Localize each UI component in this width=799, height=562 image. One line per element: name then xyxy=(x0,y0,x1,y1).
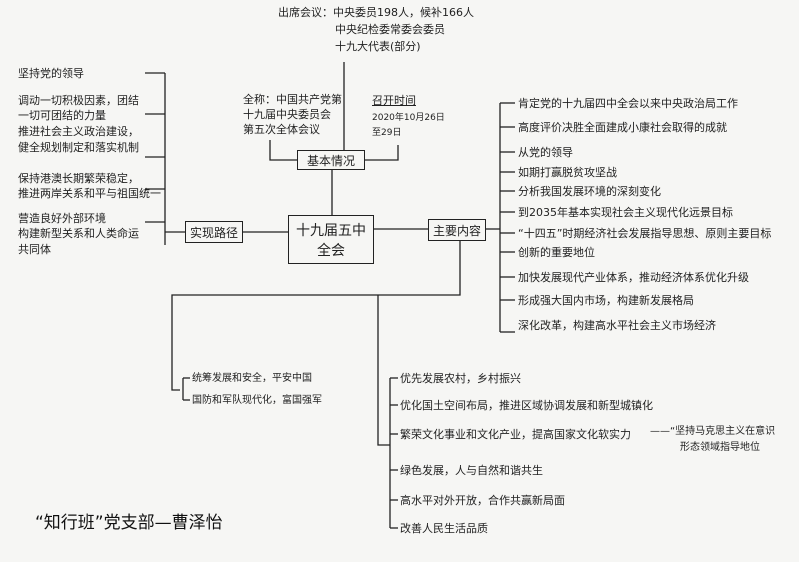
content-item: 创新的重要地位 xyxy=(518,246,595,259)
path-label: 实现路径 xyxy=(189,225,238,240)
center-node: 十九届五中 全会 xyxy=(288,215,374,264)
full-name-line-3: 第五次全体会议 xyxy=(243,123,320,136)
content-item: 如期打赢脱贫攻坚战 xyxy=(518,166,617,179)
path-item-1: 坚持党的领导 xyxy=(18,67,84,80)
path-item-5c: 共同体 xyxy=(18,243,51,256)
path-item-4b: 推进两岸关系和平与祖国统一 xyxy=(18,187,161,200)
content-item: 肯定党的十九届四中全会以来中央政治局工作 xyxy=(518,97,738,110)
path-item-5a: 营造良好外部环境 xyxy=(18,212,106,225)
content-item: 高度评价决胜全面建成小康社会取得的成就 xyxy=(518,121,727,134)
path-item-3b: 健全规划制定和落实机制 xyxy=(18,141,139,154)
content-item: 从党的领导 xyxy=(518,146,573,159)
time-label: 召开时间 xyxy=(372,94,416,107)
path-item-3a: 推进社会主义政治建设， xyxy=(18,125,139,138)
content-item: 形成强大国内市场，构建新发展格局 xyxy=(518,294,694,307)
time-line-1: 2020年10月26日 xyxy=(372,113,445,123)
lower-right-item: 绿色发展，人与自然和谐共生 xyxy=(400,464,543,477)
lower-left-item: 统筹发展和安全，平安中国 xyxy=(192,373,312,384)
path-item-2b: 一切可团结的力量 xyxy=(18,109,106,122)
attendees-line-2: 中央纪检委常委会委员 xyxy=(335,23,445,36)
path-item-2a: 调动一切积极因素，团结 xyxy=(18,94,139,107)
full-name-line-1: 全称：中国共产党第 xyxy=(243,93,342,106)
content-item: 到2035年基本实现社会主义现代化远景目标 xyxy=(518,206,733,219)
center-title-line-1: 十九届五中 xyxy=(296,222,366,239)
lower-right-item: 改善人民生活品质 xyxy=(400,522,488,535)
attendees-line-1: 出席会议：中央委员198人，候补166人 xyxy=(278,6,474,19)
path-item-5b: 构建新型关系和人类命运 xyxy=(18,227,139,240)
content-item: 分析我国发展环境的深刻变化 xyxy=(518,185,661,198)
attendees-line-3: 十九大代表(部分) xyxy=(335,40,421,53)
basic-info-label: 基本情况 xyxy=(306,153,355,168)
content-node: 主要内容 xyxy=(428,219,486,241)
content-item: “十四五”时期经济社会发展指导思想、原则主要目标 xyxy=(518,227,772,240)
lower-left-item: 国防和军队现代化，富国强军 xyxy=(192,395,322,406)
content-item: 加快发展现代产业体系，推动经济体系优化升级 xyxy=(518,271,749,284)
time-line-2: 至29日 xyxy=(372,128,402,138)
author-signature: “知行班”党支部—曹泽怡 xyxy=(35,513,223,533)
culture-note-line-2: 形态领域指导地位 xyxy=(680,442,760,453)
culture-note-line-1: ——“坚持马克思主义在意识 xyxy=(650,426,776,437)
lower-right-item: 繁荣文化事业和文化产业，提高国家文化软实力 xyxy=(400,428,631,441)
full-name-line-2: 十九届中央委员会 xyxy=(243,108,331,121)
lower-right-item: 优化国土空间布局，推进区域协调发展和新型城镇化 xyxy=(400,399,653,412)
content-label: 主要内容 xyxy=(432,223,481,238)
lower-right-item: 高水平对外开放，合作共赢新局面 xyxy=(400,494,565,507)
path-item-4a: 保持港澳长期繁荣稳定， xyxy=(18,172,139,185)
content-item: 深化改革，构建高水平社会主义市场经济 xyxy=(518,319,716,332)
center-title-line-2: 全会 xyxy=(317,242,345,259)
lower-right-item: 优先发展农村，乡村振兴 xyxy=(400,372,521,385)
path-node: 实现路径 xyxy=(185,221,243,243)
basic-info-node: 基本情况 xyxy=(297,150,365,170)
